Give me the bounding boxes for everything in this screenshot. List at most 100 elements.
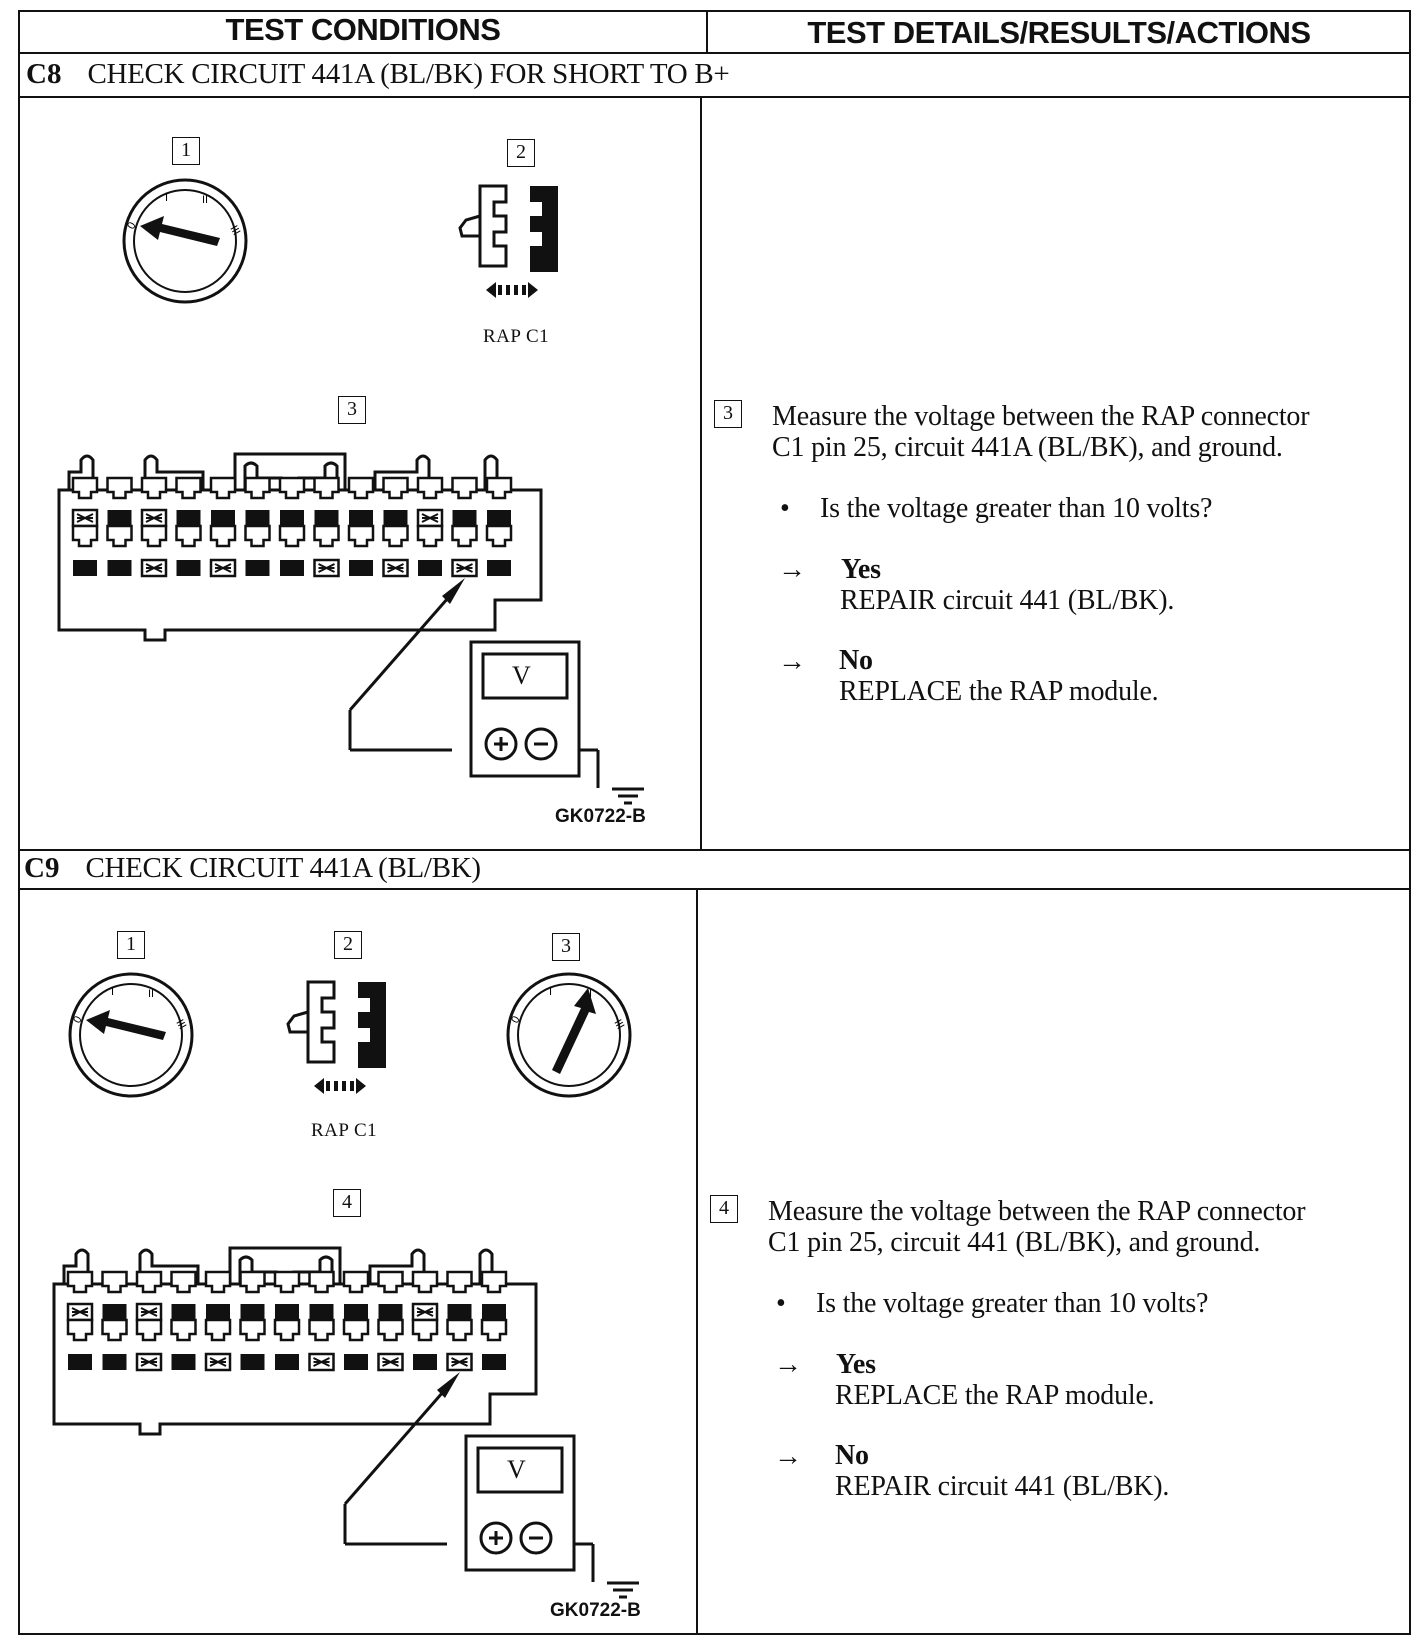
- section-header-c8: C8 CHECK CIRCUIT 441A (BL/BK) FOR SHORT …: [26, 58, 730, 91]
- blank-cavity: [314, 510, 339, 526]
- terminal-cavity: [135, 1270, 163, 1294]
- terminal-cavity: [480, 1270, 508, 1294]
- section-title: CHECK CIRCUIT 441A (BL/BK) FOR SHORT TO …: [87, 58, 730, 90]
- terminal-cavity: [347, 476, 375, 500]
- terminal-cavity: [66, 1270, 94, 1294]
- step-number-box: 1: [172, 137, 200, 165]
- grid-line: [18, 52, 1411, 54]
- ignition-switch-icon: 0 I II III: [68, 972, 194, 1098]
- blank-cavity: [245, 510, 270, 526]
- blank-cavity: [344, 1304, 368, 1320]
- svg-text:III: III: [611, 1018, 626, 1032]
- terminal-cavity: [411, 1270, 439, 1294]
- question-bullet: •: [776, 1288, 786, 1319]
- blank-cavity: [245, 560, 270, 576]
- blank-cavity: [102, 1304, 127, 1320]
- terminal-cavity: [451, 476, 478, 500]
- terminal-cavity: [313, 524, 340, 548]
- terminal-cavity: [411, 1318, 439, 1342]
- svg-text:II: II: [148, 988, 154, 1000]
- terminal-cavity: [273, 1270, 301, 1294]
- instruction-line: C1 pin 25, circuit 441 (BL/BK), and grou…: [768, 1227, 1261, 1258]
- answer-arrow: →: [774, 1349, 802, 1380]
- svg-text:III: III: [227, 224, 242, 238]
- ignition-switch-icon-run: 0 I II III: [506, 972, 632, 1098]
- svg-text:0: 0: [71, 1014, 84, 1025]
- answer-arrow: →: [778, 646, 806, 677]
- terminal-cavity: [239, 1318, 266, 1342]
- grid-line: [18, 888, 1411, 890]
- blank-cavity: [487, 560, 511, 576]
- answer-label-yes: Yes: [836, 1349, 876, 1380]
- terminal-cavity: [382, 476, 409, 500]
- blank-cavity: [68, 1354, 92, 1370]
- terminal-cavity: [377, 1270, 404, 1294]
- svg-text:I: I: [111, 986, 114, 998]
- step-number-box: 2: [507, 139, 535, 167]
- blank-cavity: [280, 510, 304, 526]
- column-header-test-conditions: TEST CONDITIONS: [225, 12, 501, 47]
- step-number-box: 4: [710, 1195, 738, 1223]
- instruction-line: C1 pin 25, circuit 441A (BL/BK), and gro…: [772, 432, 1283, 463]
- blank-cavity: [73, 560, 97, 576]
- terminal-cavity: [175, 524, 202, 548]
- blank-cavity: [482, 1304, 506, 1320]
- terminal-cavity: [416, 524, 444, 548]
- terminal-cavity: [451, 524, 478, 548]
- document-frame: [18, 10, 1411, 1635]
- terminal-cavity: [71, 524, 99, 548]
- section-header-c9: C9 CHECK CIRCUIT 441A (BL/BK): [24, 852, 481, 885]
- blank-cavity: [171, 1304, 196, 1320]
- blank-cavity: [418, 560, 442, 576]
- cavity-mark: [145, 563, 163, 573]
- cavity-mark: [416, 1307, 434, 1317]
- cavity-mark: [451, 1357, 468, 1367]
- section-title: CHECK CIRCUIT 441A (BL/BK): [85, 852, 481, 884]
- svg-text:0: 0: [125, 220, 138, 231]
- cavity-mark: [214, 563, 232, 573]
- terminal-cavity: [170, 1270, 197, 1294]
- cavity-mark: [313, 1357, 330, 1367]
- ignition-switch-icon: 0 I II III: [122, 178, 248, 304]
- terminal-cavity: [204, 1318, 232, 1342]
- blank-cavity: [344, 1354, 368, 1370]
- ground-icon: [612, 787, 644, 805]
- connector-label: RAP C1: [483, 326, 550, 347]
- blank-cavity: [383, 510, 408, 526]
- answer-label-no: No: [835, 1440, 869, 1471]
- voltmeter-label: V: [507, 1455, 526, 1484]
- step-number-box: 3: [338, 396, 366, 424]
- svg-text:0: 0: [509, 1014, 522, 1025]
- terminal-cavity: [135, 1318, 163, 1342]
- blank-cavity: [211, 510, 235, 526]
- section-id: C8: [26, 58, 62, 90]
- cavity-mark: [140, 1307, 158, 1317]
- terminal-cavity: [170, 1318, 197, 1342]
- terminal-cavity: [239, 1270, 266, 1294]
- instruction-line: Measure the voltage between the RAP conn…: [768, 1196, 1306, 1227]
- cavity-mark: [145, 513, 163, 523]
- blank-cavity: [176, 560, 201, 576]
- connector-disconnect-icon: [458, 184, 558, 298]
- terminal-cavity: [342, 1318, 370, 1342]
- bullet: •: [780, 493, 790, 524]
- terminal-cavity: [485, 476, 513, 500]
- instruction-text: Measure the voltage between the RAP conn…: [772, 401, 1310, 463]
- cavity-mark: [387, 563, 404, 573]
- answer-action: REPLACE the RAP module.: [839, 676, 1159, 707]
- blank-cavity: [349, 560, 373, 576]
- step-number-box: 2: [334, 931, 362, 959]
- terminal-cavity: [204, 1270, 232, 1294]
- cavity-mark: [140, 1357, 158, 1367]
- instruction-line: Measure the voltage between the RAP conn…: [772, 401, 1310, 432]
- blank-cavity: [452, 510, 477, 526]
- svg-text:I: I: [165, 192, 168, 204]
- instruction-text: Measure the voltage between the RAP conn…: [768, 1196, 1306, 1258]
- terminal-cavity: [106, 476, 133, 500]
- voltmeter-label: V: [512, 661, 531, 690]
- cavity-mark: [209, 1357, 227, 1367]
- terminal-cavity: [342, 1270, 370, 1294]
- terminal-cavity: [278, 524, 306, 548]
- terminal-cavity: [209, 476, 237, 500]
- connector-pin-grid: [71, 476, 513, 578]
